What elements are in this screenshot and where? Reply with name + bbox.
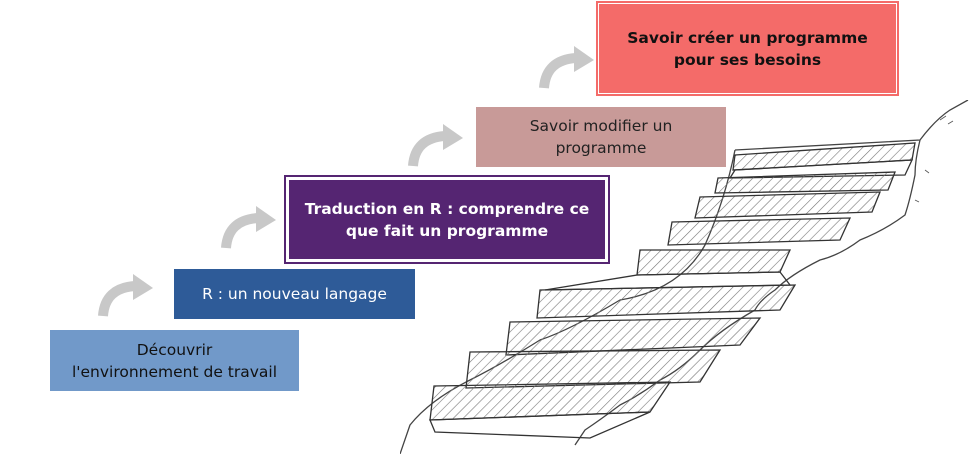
step-arrow-2-icon [221, 206, 276, 249]
step-box-create: Savoir créer un programme pour ses besoi… [596, 1, 899, 96]
step-label-line2: que fait un programme [345, 221, 549, 240]
step-arrow-1-icon [98, 274, 153, 317]
step-box-translation: Traduction en R : comprendre ce que fait… [284, 175, 610, 264]
step-arrow-3-icon [408, 124, 463, 167]
step-label-line1: Découvrir [136, 340, 213, 359]
step-label-line2: pour ses besoins [673, 50, 822, 69]
staircase-illustration [400, 100, 969, 454]
step-label-line1: Traduction en R : comprendre ce [304, 199, 590, 218]
step-box-discover: Découvrir l'environnement de travail [50, 330, 299, 391]
step-label-line1: Savoir créer un programme [627, 28, 868, 47]
step-label-line1: R : un nouveau langage [202, 285, 387, 303]
step-arrow-4-icon [539, 46, 594, 89]
step-label-line2: programme [555, 139, 647, 157]
step-label-line2: l'environnement de travail [71, 362, 278, 381]
step-box-modify: Savoir modifier un programme [476, 107, 726, 167]
step-label-line1: Savoir modifier un [529, 117, 673, 135]
step-box-new-language: R : un nouveau langage [174, 269, 415, 319]
